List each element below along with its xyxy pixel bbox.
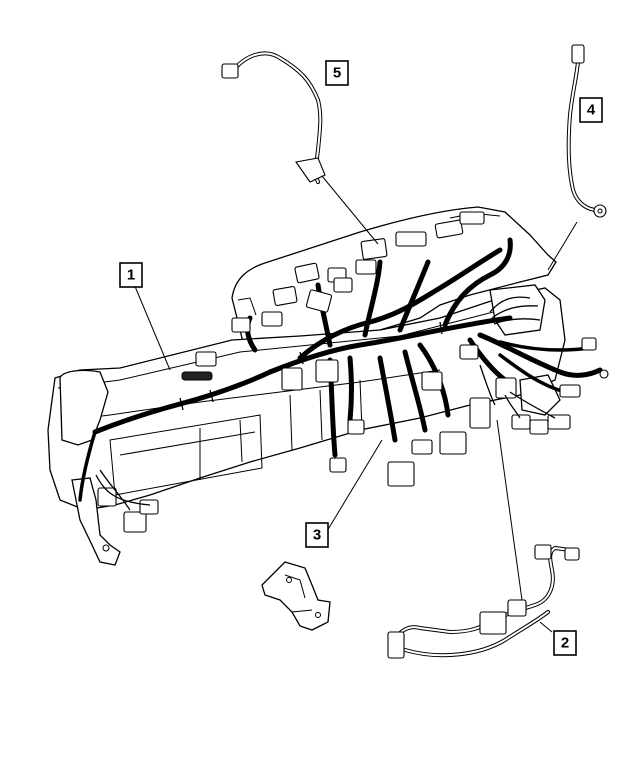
leader-4 (547, 221, 578, 271)
sub-harness-2 (387, 544, 580, 659)
callout-1-label: 1 (127, 267, 135, 284)
callout-3: 3 (305, 522, 329, 548)
callout-3-label: 3 (313, 527, 321, 544)
leader-2a (539, 621, 553, 633)
callout-5-label: 5 (333, 65, 341, 82)
callout-5: 5 (325, 60, 349, 86)
leader-2b (496, 419, 523, 601)
leader-5 (321, 175, 379, 245)
callout-1: 1 (119, 262, 143, 288)
callout-4: 4 (579, 97, 603, 123)
main-harness (78, 237, 603, 502)
ground-strap-4 (566, 44, 607, 218)
callout-2-label: 2 (561, 635, 569, 652)
bracket-3 (261, 561, 331, 631)
callout-4-label: 4 (587, 102, 596, 119)
callout-2: 2 (553, 630, 577, 656)
harness-connectors (95, 211, 609, 533)
leader-1 (133, 283, 171, 371)
cable-5 (221, 51, 326, 184)
instrument-panel-frame (47, 206, 566, 566)
